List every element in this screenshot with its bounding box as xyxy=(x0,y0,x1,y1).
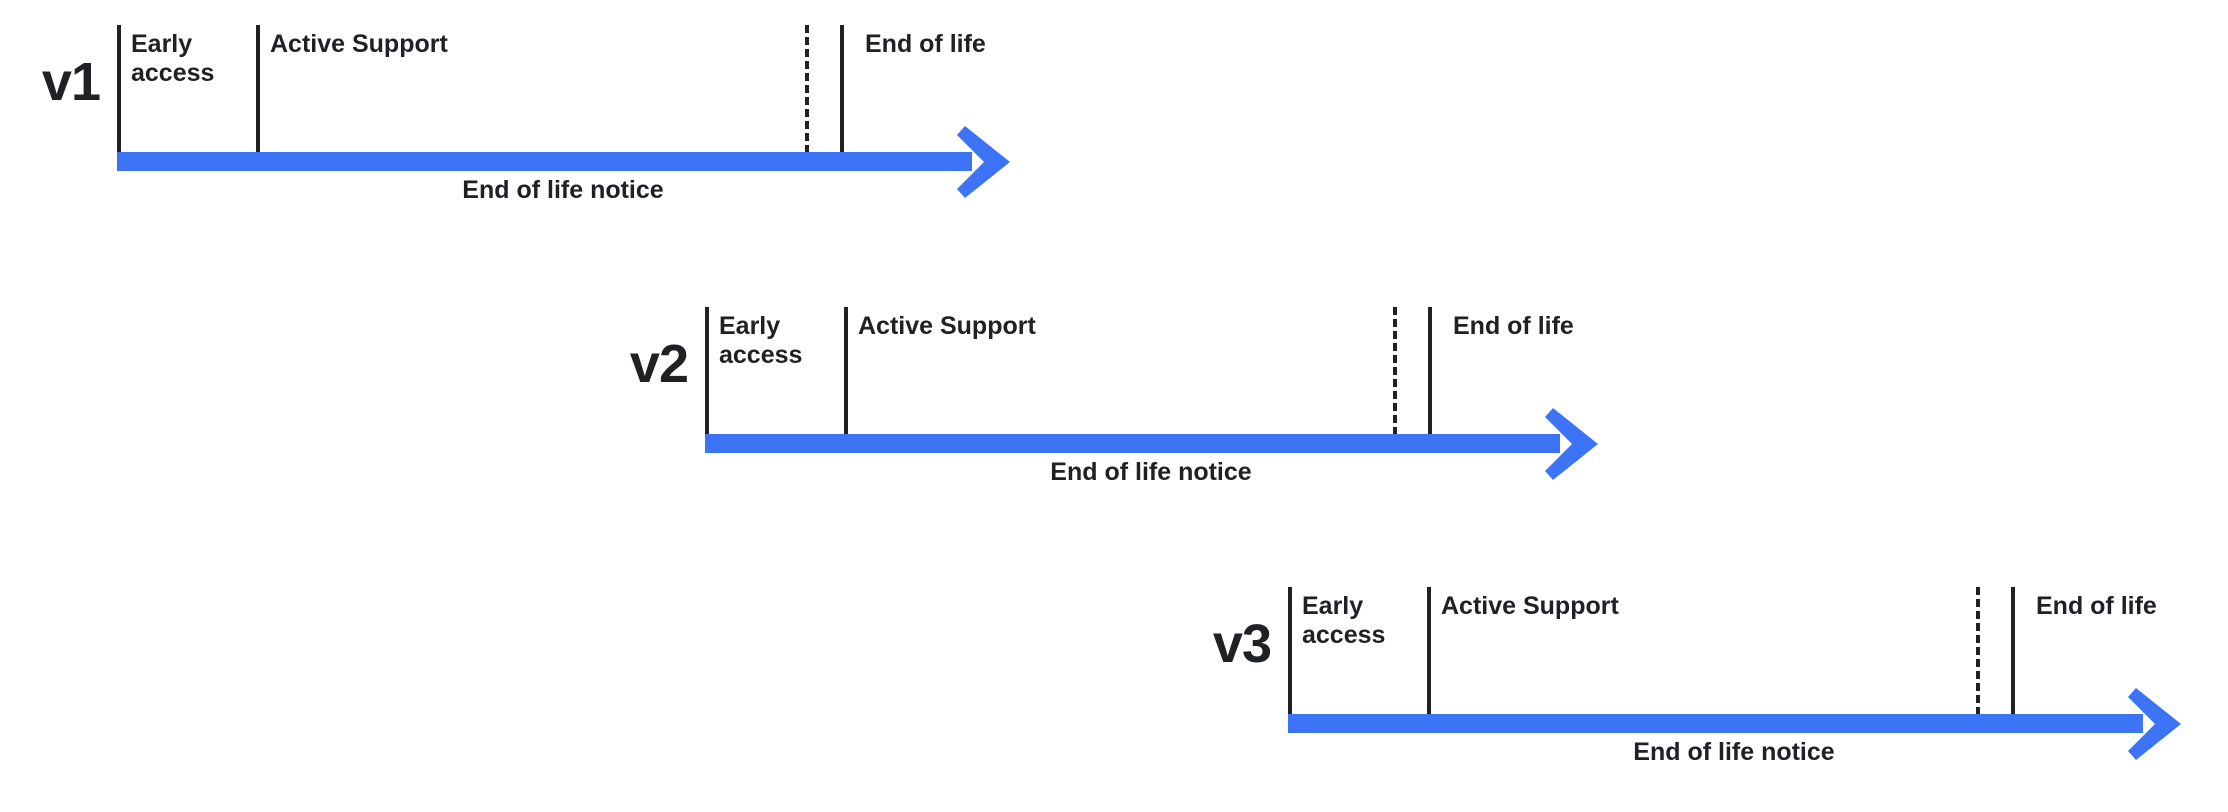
version-label-v1: v1 xyxy=(41,52,101,112)
phase-label-end-of-life: End of life xyxy=(865,30,986,58)
phase-label-early-access: Early access xyxy=(131,30,215,87)
timeline-arrow-head-icon xyxy=(2128,688,2181,760)
timeline-arrow-head-icon xyxy=(1545,408,1598,480)
phase-label-active-support: Active Support xyxy=(858,312,1036,340)
timeline-bar xyxy=(1288,714,2143,733)
divider-end-of-life-notice xyxy=(1393,307,1397,435)
divider-early-access-start xyxy=(1288,587,1292,715)
version-label-v2: v2 xyxy=(629,334,689,394)
phase-label-early-access: Early access xyxy=(719,312,803,369)
divider-active-support-start xyxy=(844,307,848,435)
divider-active-support-start xyxy=(256,25,260,153)
timeline-bar xyxy=(705,434,1560,453)
divider-active-support-start xyxy=(1427,587,1431,715)
divider-end-of-life-start xyxy=(840,25,844,153)
timeline-bar xyxy=(117,152,972,171)
phase-label-end-of-life: End of life xyxy=(2036,592,2157,620)
timeline-arrow-head-icon xyxy=(957,126,1010,198)
version-label-v3: v3 xyxy=(1212,614,1272,674)
end-of-life-notice-label: End of life notice xyxy=(1633,738,1835,766)
divider-early-access-start xyxy=(117,25,121,153)
divider-end-of-life-notice xyxy=(1976,587,1980,715)
divider-end-of-life-start xyxy=(2011,587,2015,715)
end-of-life-notice-label: End of life notice xyxy=(462,176,664,204)
end-of-life-notice-label: End of life notice xyxy=(1050,458,1252,486)
phase-label-active-support: Active Support xyxy=(1441,592,1619,620)
phase-label-early-access: Early access xyxy=(1302,592,1386,649)
phase-label-active-support: Active Support xyxy=(270,30,448,58)
phase-label-end-of-life: End of life xyxy=(1453,312,1574,340)
divider-end-of-life-notice xyxy=(805,25,809,153)
divider-early-access-start xyxy=(705,307,709,435)
divider-end-of-life-start xyxy=(1428,307,1432,435)
